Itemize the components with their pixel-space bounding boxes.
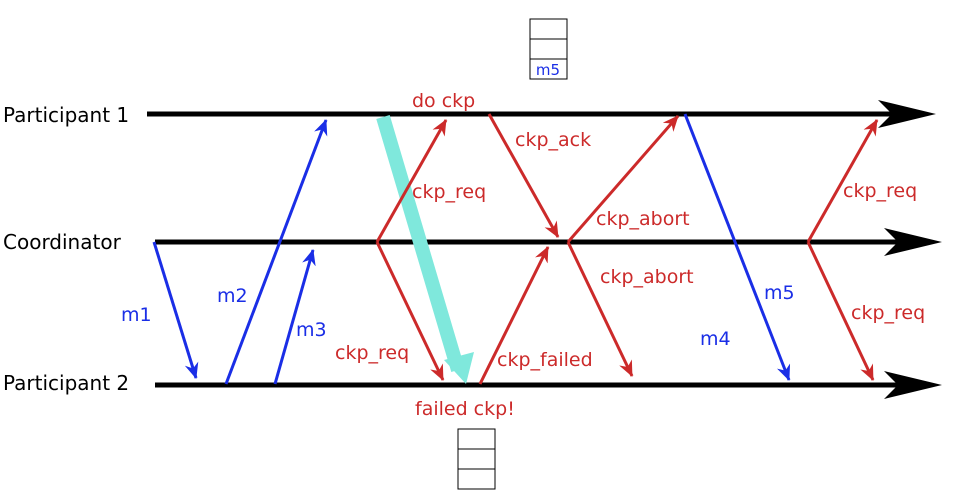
message-m2-arrow <box>224 119 328 385</box>
ckp-req-round2-p2-arrow <box>806 241 875 381</box>
message-m5-arrow <box>683 113 791 381</box>
message-label-ckp-req: ckp_req <box>412 181 486 203</box>
timeline-participant-1 <box>147 100 936 128</box>
checkpoint-storage-box-p1 <box>529 18 568 80</box>
arrowhead-icon <box>884 371 942 399</box>
process-label-coordinator: Coordinator <box>3 230 122 254</box>
message-label-ckp-ack: ckp_ack <box>515 129 591 151</box>
message-label-ckp-req: ckp_req <box>335 342 409 364</box>
message-label-m4: m4 <box>700 328 731 350</box>
timeline-participant-2 <box>155 371 942 399</box>
message-label-m3: m3 <box>296 319 327 341</box>
arrowhead-icon <box>884 228 942 256</box>
message-label-m1: m1 <box>121 304 152 326</box>
message-m3-arrow <box>273 249 316 385</box>
arrowhead-icon <box>878 100 936 128</box>
ckp-abort-to-p2-arrow <box>566 241 634 377</box>
checkpoint-cut-line <box>376 115 465 372</box>
ckp-abort-to-p1-arrow <box>566 115 680 243</box>
ckp-ack-arrow <box>487 113 560 238</box>
checkpoint-logged-message-label: m5 <box>536 61 560 79</box>
process-label-participant-1: Participant 1 <box>3 103 129 127</box>
event-label-do-ckp: do ckp <box>412 90 475 112</box>
message-label-m5: m5 <box>764 282 795 304</box>
process-label-participant-2: Participant 2 <box>3 371 129 395</box>
message-label-m2: m2 <box>217 285 248 307</box>
message-label-ckp-abort: ckp_abort <box>600 266 694 288</box>
ckp-req-round2-p1-arrow <box>806 119 879 243</box>
message-label-ckp-abort: ckp_abort <box>596 208 690 230</box>
message-label-ckp-req: ckp_req <box>851 302 925 324</box>
ckp-failed-arrow <box>478 246 550 385</box>
message-label-ckp-failed: ckp_failed <box>497 349 593 371</box>
checkpoint-storage-box-p2 <box>457 428 496 490</box>
message-m1-arrow <box>152 241 199 379</box>
cut-arrowhead-icon <box>444 352 474 384</box>
ckp-req-to-p1-arrow <box>375 119 448 243</box>
event-label-failed-ckp: failed ckp! <box>415 398 515 420</box>
ckp-req-to-p2-arrow <box>375 241 445 381</box>
message-label-ckp-req: ckp_req <box>843 180 917 202</box>
timeline-coordinator <box>155 228 942 256</box>
